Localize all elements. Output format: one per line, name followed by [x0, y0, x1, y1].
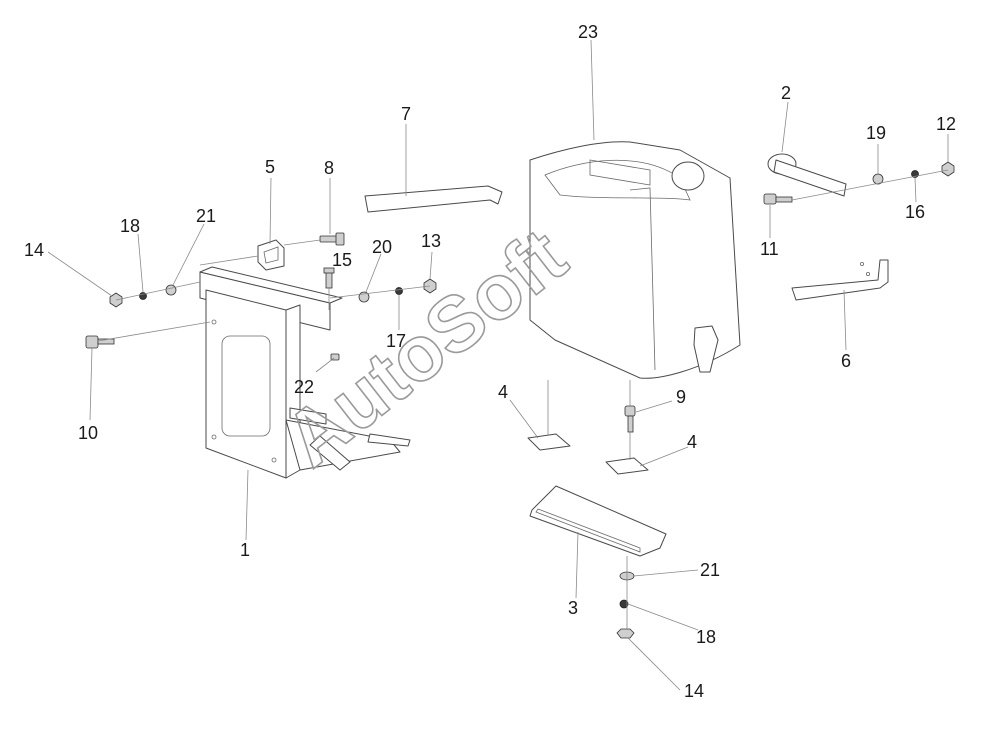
- canister-part-23: [529, 141, 741, 379]
- pad-part-4-left: [527, 433, 571, 451]
- pad-part-4-right: [605, 457, 649, 475]
- callout-11: 11: [760, 239, 779, 259]
- strap-part-6: [791, 259, 889, 301]
- callout-18-left: 18: [120, 216, 140, 236]
- callout-18-bottom: 18: [696, 627, 716, 647]
- callout-12: 12: [936, 114, 956, 134]
- callout-4-right: 4: [687, 432, 697, 452]
- callout-14-bottom: 14: [684, 681, 704, 701]
- callout-19: 19: [866, 123, 886, 143]
- latch-part-2: [767, 153, 847, 197]
- callout-2: 2: [781, 83, 791, 103]
- callout-23: 23: [578, 22, 598, 42]
- assembly-lines: [97, 169, 949, 630]
- callout-1: 1: [240, 540, 250, 560]
- callout-21-bottom: 21: [700, 560, 720, 580]
- screw-part-15: [323, 267, 335, 289]
- callout-17: 17: [386, 331, 406, 351]
- bolt-part-8: [319, 232, 345, 246]
- callout-20: 20: [372, 237, 392, 257]
- callout-3: 3: [568, 598, 578, 618]
- clamp-part-5: [257, 239, 285, 271]
- bolt-part-10: [85, 335, 115, 349]
- callout-13: 13: [421, 231, 441, 251]
- callout-16: 16: [905, 202, 925, 222]
- callout-5: 5: [265, 157, 275, 177]
- callout-7: 7: [401, 104, 411, 124]
- bolt-part-11: [763, 193, 793, 205]
- callout-15: 15: [332, 250, 352, 270]
- strap-part-7: [364, 185, 503, 213]
- callout-21-left: 21: [196, 206, 216, 226]
- fastener-stack-right-top: [872, 161, 955, 185]
- callout-14-left: 14: [24, 240, 44, 260]
- callout-4-left: 4: [498, 382, 508, 402]
- bolt-part-9: [624, 405, 636, 433]
- callout-10: 10: [78, 423, 98, 443]
- callout-labels: 1 2 3 4 4 5 6 7 8 9 10 11 12 13 14 14 15…: [24, 22, 956, 701]
- callout-leaders: [47, 39, 949, 691]
- callout-9: 9: [676, 387, 686, 407]
- callout-8: 8: [324, 158, 334, 178]
- rail-part-3: [529, 485, 667, 557]
- callout-22: 22: [294, 377, 314, 397]
- callout-6: 6: [841, 351, 851, 371]
- mounting-bracket-part-1: [199, 266, 411, 479]
